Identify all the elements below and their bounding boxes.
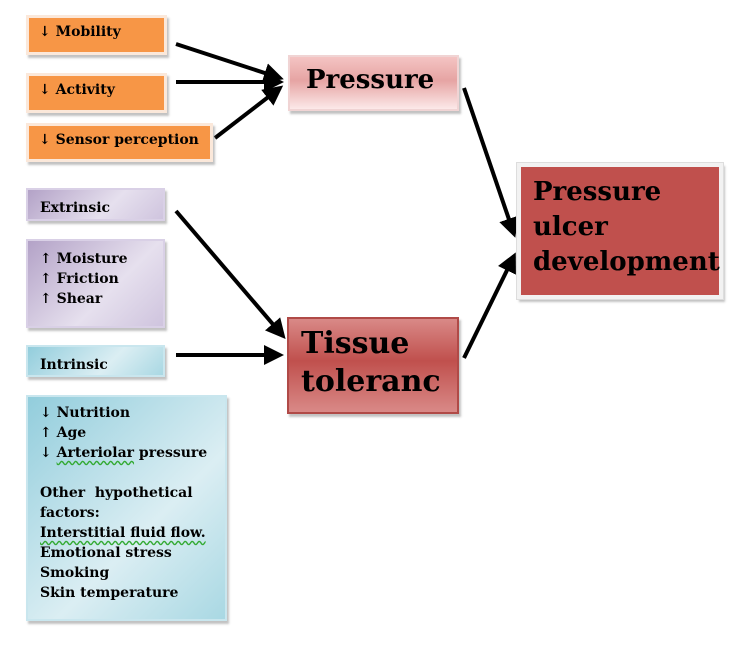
tissue-line: Tissue [301,326,410,361]
outcome-line: Pressure [533,177,662,207]
other-factors-title: Other hypothetical factors: [40,485,198,521]
intrinsic-factors-box: ↓ Nutrition ↑ Age ↓ Arteriolar pressure … [26,395,227,621]
intrinsic-item: ↓ Nutrition [40,405,131,421]
arrow-tissue-outcome [462,252,516,359]
arrow-mobility-pressure [175,42,284,83]
tissue-tolerance-box: Tissue toleranc [287,317,459,414]
outcome-line: ulcer [533,212,608,242]
extrinsic-item: ↑ Moisture [40,251,128,267]
other-factor: Interstitial fluid flow. [40,525,206,541]
extrinsic-factors-box: ↑ Moisture ↑ Friction ↑ Shear [26,239,165,328]
pressure-box: Pressure [288,55,459,111]
tissue-line: toleranc [301,364,441,399]
sensor-perception-box: ↓ Sensor perception [26,123,213,162]
arteriolar-word: Arteriolar [56,445,135,461]
intrinsic-box: Intrinsic [26,345,165,377]
other-factor: Emotional stress [40,545,172,561]
arteriolar-rest: pressure [134,445,208,461]
arteriolar-arrow: ↓ [40,445,57,461]
outcome-line: development [533,247,720,277]
other-factor: Skin temperature [40,585,179,601]
arrow-pressure-outcome [462,87,519,238]
pressure-ulcer-development-box: Pressure ulcer development [516,162,724,300]
mobility-box: ↓ Mobility [26,15,167,55]
activity-box: ↓ Activity [26,73,167,113]
other-factor: Smoking [40,565,110,581]
extrinsic-item: ↑ Shear [40,291,103,307]
intrinsic-item: ↑ Age [40,425,87,441]
extrinsic-item: ↑ Friction [40,271,119,287]
arrow-extrinsic-tissue [174,209,286,340]
intrinsic-item: ↓ Arteriolar pressure [40,443,213,463]
arrow-sensor-pressure [213,85,284,140]
extrinsic-box: Extrinsic [26,188,165,221]
